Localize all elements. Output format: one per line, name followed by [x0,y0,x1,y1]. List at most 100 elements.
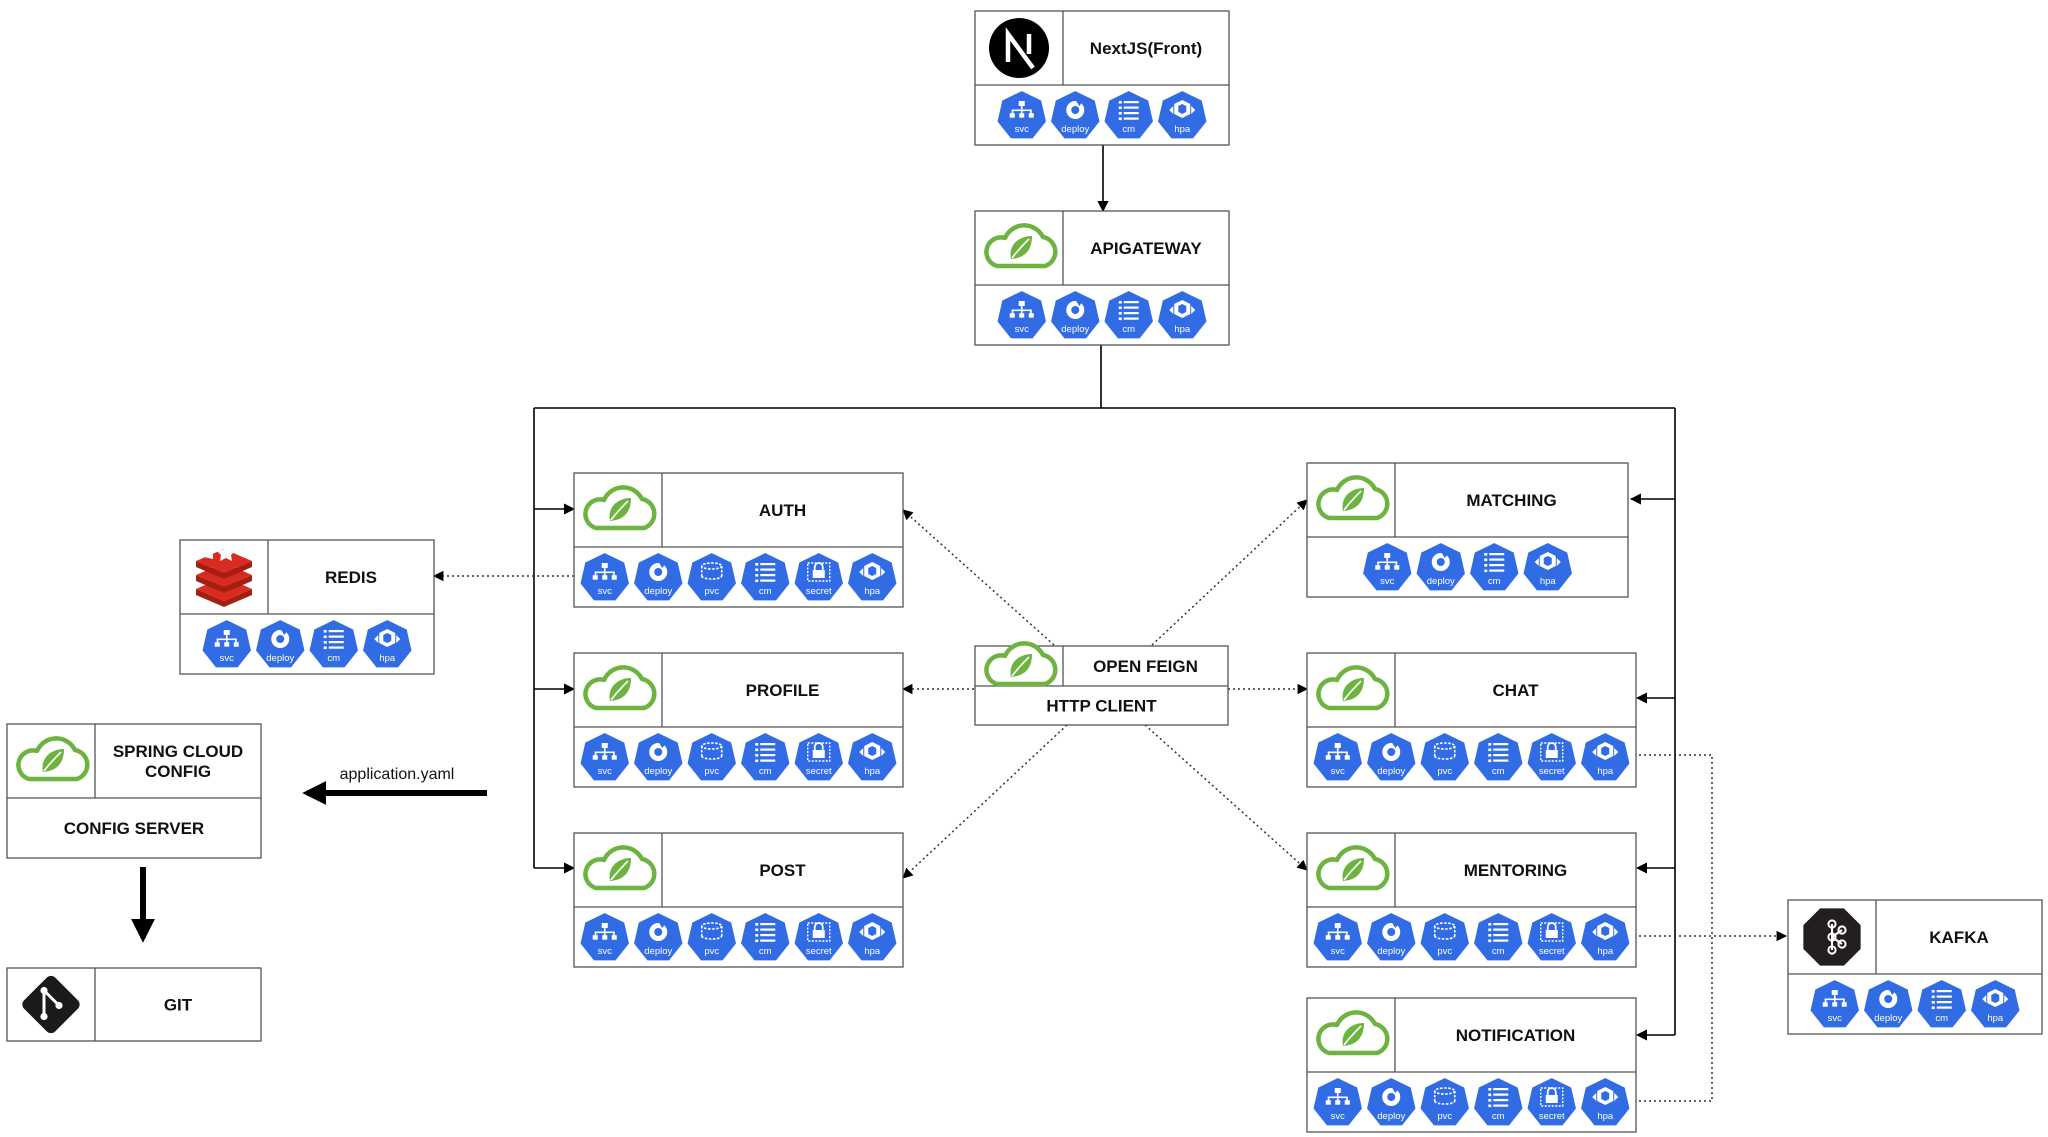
node-title: MENTORING [1464,861,1568,880]
badge-label: pvc [704,586,719,597]
cm-icon: cm [1102,89,1156,141]
hpa-icon: hpa [1968,978,2022,1030]
badge-label: secret [806,766,832,777]
deploy-icon: deploy [1414,541,1468,593]
badge-label: deploy [1377,946,1405,957]
badge-label: hpa [864,766,881,777]
deploy-icon: deploy [1364,1076,1418,1128]
node-subtitle: CONFIG SERVER [64,819,204,838]
badge-label: svc [1380,576,1395,587]
node-subtitle: HTTP CLIENT [1046,697,1157,716]
deploy-icon: deploy [1048,289,1102,341]
badge-label: deploy [644,946,672,957]
kafka-logo [1803,908,1861,966]
badge-label: svc [598,946,613,957]
deploy-icon: deploy [631,911,685,963]
edge-gateway-bus [533,345,1676,1035]
hpa-icon: hpa [1155,89,1209,141]
svc-icon: svc [995,289,1049,341]
badge-label: cm [1122,124,1135,135]
deploy-icon: deploy [1861,978,1915,1030]
deploy-icon: deploy [1364,731,1418,783]
badge-label: hpa [1987,1013,2004,1024]
cm-icon: cm [738,551,792,603]
badge-label: svc [1828,1013,1843,1024]
redis-logo [196,545,252,607]
pvc-icon: pvc [1418,731,1472,783]
cm-icon: cm [307,618,361,670]
node-title: CHAT [1493,681,1540,700]
badge-label: hpa [864,946,881,957]
deploy-icon: deploy [1048,89,1102,141]
badge-label: svc [1015,124,1030,135]
badge-label: hpa [379,653,396,664]
badge-label: cm [1492,1111,1505,1122]
badge-label: deploy [1061,124,1089,135]
badge-label: svc [1015,324,1030,335]
deploy-icon: deploy [631,551,685,603]
deploy-icon: deploy [631,731,685,783]
edge-feign-mentoring [1144,724,1308,871]
badge-label: hpa [864,586,881,597]
badge-label: pvc [704,766,719,777]
badge-label: pvc [1437,946,1452,957]
badge-label: deploy [1427,576,1455,587]
badge-label: hpa [1174,324,1191,335]
badge-label: pvc [704,946,719,957]
node-kafka[interactable]: KAFKA svc deploy cm hpa [1787,899,2043,1035]
edge-feign-auth [902,509,1055,646]
badge-label: cm [759,586,772,597]
node-title: NextJS(Front) [1090,39,1202,58]
badge-label: deploy [1377,1111,1405,1122]
nextjs-logo [989,18,1049,78]
node-git[interactable]: GIT [6,967,262,1042]
node-nextjs[interactable]: NextJS(Front) svc deploy cm hpa [974,10,1230,146]
node-title-line: CONFIG [145,762,211,781]
svc-icon: svc [578,911,632,963]
svc-icon: svc [1311,911,1365,963]
secret-icon: secret [1525,1076,1579,1128]
pvc-icon: pvc [685,551,739,603]
pvc-icon: pvc [685,911,739,963]
svc-icon: svc [1311,731,1365,783]
badge-label: secret [806,586,832,597]
node-title: PROFILE [746,681,820,700]
badge-label: cm [1492,946,1505,957]
node-title: KAFKA [1929,928,1989,947]
edge-feign-post [902,724,1068,879]
cm-icon: cm [1471,731,1525,783]
badge-label: cm [327,653,340,664]
cm-icon: cm [1471,1076,1525,1128]
svc-icon: svc [578,551,632,603]
badge-label: hpa [1540,576,1557,587]
badge-label: secret [1539,766,1565,777]
hpa-icon: hpa [360,618,414,670]
badge-label: svc [1331,766,1346,777]
badge-label: svc [598,586,613,597]
svc-icon: svc [1311,1076,1365,1128]
cm-icon: cm [1471,911,1525,963]
hpa-icon: hpa [845,731,899,783]
deploy-icon: deploy [1364,911,1418,963]
badge-label: cm [1935,1013,1948,1024]
badge-label: cm [1492,766,1505,777]
badge-label: deploy [644,766,672,777]
badge-label: pvc [1437,1111,1452,1122]
hpa-icon: hpa [845,911,899,963]
secret-icon: secret [792,731,846,783]
secret-icon: secret [1525,911,1579,963]
badge-label: secret [1539,946,1565,957]
